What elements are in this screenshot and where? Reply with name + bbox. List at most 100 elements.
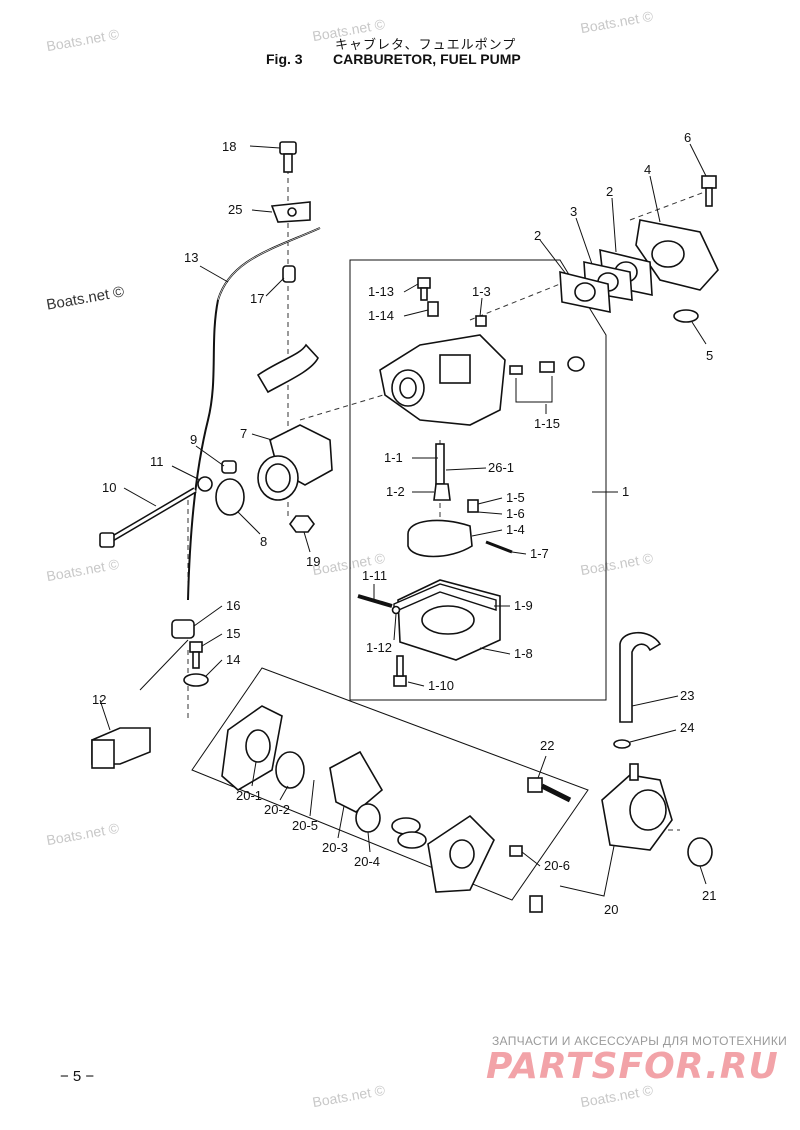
throttle-cable [187,227,321,601]
valve-20-4 [355,803,381,833]
plate-25 [270,201,311,223]
label-1-13: 1-13 [368,284,394,299]
label-1-12: 1-12 [366,640,392,655]
label-1-11: 1-11 [362,568,387,583]
gasket-2-lower [559,270,611,313]
jet-set-1-15 [509,356,585,375]
nut-19 [289,515,315,533]
figure-number: Fig. 3 [266,51,303,67]
label-1-14: 1-14 [368,308,394,323]
pump-body-20-1 [221,705,283,791]
label-14: 14 [226,652,240,667]
main-jet-1-1 [435,443,445,485]
carburetor-body [379,334,506,426]
clamp-16 [171,619,195,639]
spring-20-5b [397,831,427,849]
page-number: − 5 − [60,1068,95,1085]
label-2-lower: 2 [534,228,541,243]
label-20-4: 20-4 [354,854,380,869]
part-labels: 18 25 13 17 7 9 11 10 8 19 16 15 14 12 6… [92,130,716,917]
collar-17 [282,265,296,283]
hose-upper [256,343,319,394]
needle-jet-1-2 [433,483,451,501]
label-13: 13 [184,250,198,265]
label-5: 5 [706,348,713,363]
pump-cover [427,814,495,893]
bolt-22 [527,777,572,803]
o-ring-21 [687,837,713,867]
fuel-pump-assembly-frame [191,667,589,901]
screw-1-11 [357,594,393,608]
label-16: 16 [226,598,240,613]
screw-1-10 [393,655,407,687]
label-26-1: 26-1 [488,460,514,475]
leader-lines [99,143,707,897]
insulator-4 [635,219,719,291]
washer-14 [183,673,209,687]
label-2-upper: 2 [606,184,613,199]
label-1-10: 1-10 [428,678,454,693]
label-22: 22 [540,738,554,753]
label-20-1: 20-1 [236,788,262,803]
washer-11 [197,476,213,492]
label-1-8: 1-8 [514,646,533,661]
label-23: 23 [680,688,694,703]
bolt-18 [279,141,297,173]
gasket-8 [215,478,245,516]
label-20-6: 20-6 [544,858,570,873]
label-20: 20 [604,902,618,917]
diaphragm-20-3 [329,750,384,813]
collar-9 [221,460,237,474]
label-24: 24 [680,720,694,735]
washer-1-12 [391,605,401,615]
label-4: 4 [644,162,651,177]
label-3: 3 [570,204,577,219]
label-6: 6 [684,130,691,145]
label-1-4: 1-4 [506,522,525,537]
label-1-2: 1-2 [386,484,405,499]
fuel-pump-20 [601,763,673,851]
label-1-9: 1-9 [514,598,533,613]
label-12: 12 [92,692,106,707]
label-20-2: 20-2 [264,802,290,817]
label-20-3: 20-3 [322,840,348,855]
label-25: 25 [228,202,242,217]
label-1: 1 [622,484,629,499]
label-1-3: 1-3 [472,284,491,299]
shop-logo: PARTSFOR.RU [486,1046,779,1087]
intake-manifold-7 [257,424,333,501]
float-pin-1-5 [467,499,479,513]
long-bolt-10 [99,487,197,548]
shop-tagline: ЗАПЧАСТИ И АКСЕССУАРЫ ДЛЯ МОТОТЕХНИКИ [492,1034,788,1048]
title-japanese: キャブレタ、フュエルポンプ [335,38,517,53]
fitting-part [529,895,543,913]
diaphragm-20-2 [275,751,305,789]
float-1-4 [407,519,473,558]
plug-1-3 [475,315,487,327]
label-1-15: 1-15 [534,416,560,431]
label-11: 11 [150,454,164,469]
bolt-15 [189,641,203,669]
label-1-5: 1-5 [506,490,525,505]
label-9: 9 [190,432,197,447]
label-18: 18 [222,139,236,154]
clip-24 [613,739,631,749]
figure-title: CARBURETOR, FUEL PUMP [333,51,521,67]
label-10: 10 [102,480,116,495]
hose-23 [619,631,662,723]
label-8: 8 [260,534,267,549]
label-15: 15 [226,626,240,641]
knob-12 [91,727,151,769]
needle-1-7 [485,540,513,554]
label-1-7: 1-7 [530,546,549,561]
label-21: 21 [702,888,716,903]
carburetor-assembly-frame [349,259,607,701]
label-7: 7 [240,426,247,441]
label-19: 19 [306,554,320,569]
label-20-5: 20-5 [292,818,318,833]
screw-1-13 [417,277,431,301]
spring-1-14 [427,301,439,317]
label-1-1: 1-1 [384,450,403,465]
